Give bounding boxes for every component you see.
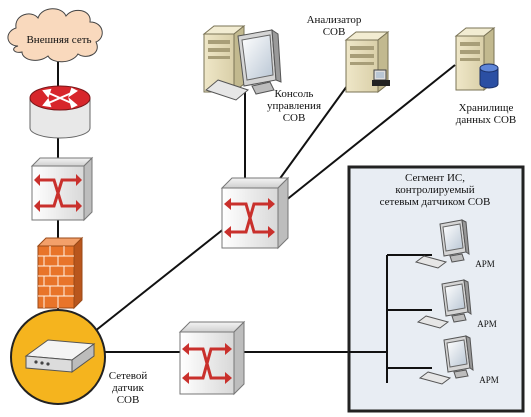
segment-inner-links [349,254,432,383]
segment-switch-icon [178,320,246,396]
pc-monitor-icon [237,29,282,95]
segment-label: Сегмент ИС, контролируемый сетевым датчи… [379,172,491,208]
firewall-icon [36,236,84,310]
link-core-switch-to-storage [279,64,456,206]
server-icon [202,24,246,94]
storage-label: Хранилище данных СОВ [455,102,517,126]
keyboard-icon [204,79,250,101]
management-console-label: Консоль управления СОВ [266,88,322,124]
storage-icon [454,26,499,92]
link-sensor-to-core-switch [89,219,236,336]
workstation-icon [414,219,470,269]
sensor-label: Сетевой датчик СОВ [108,370,148,406]
small-monitor-icon [372,69,390,86]
link-core-switch-to-analyzer [267,74,356,196]
analyzer-label: Анализатор СОВ [306,14,362,38]
workstation-label: АРМ [477,319,497,329]
switch-icon [30,156,94,222]
segment-box [347,165,525,413]
cloud-icon [7,8,103,63]
router-icon [29,85,91,139]
database-icon [479,63,499,89]
workstation-icon [416,279,472,329]
console-icon [202,24,282,101]
workstation-label: АРМ [479,375,499,385]
workstation-label: АРМ [475,259,495,269]
external-network-label: Внешняя сеть [26,34,92,46]
workstation-icon [418,335,474,385]
core-switch-icon [220,176,290,250]
network-sensor-icon [10,309,106,405]
analyzer-icon [344,30,390,94]
